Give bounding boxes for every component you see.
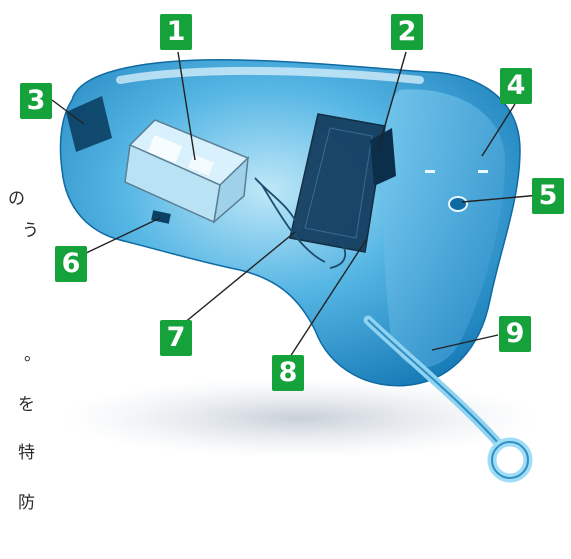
drop-shadow xyxy=(60,378,540,458)
callout-6: 6 xyxy=(55,246,87,282)
left-text-fragment: 。 xyxy=(24,345,41,365)
callout-4: 4 xyxy=(500,68,532,104)
callout-7: 7 xyxy=(160,320,192,356)
left-text-fragment: 防 xyxy=(18,493,35,513)
battery-part xyxy=(370,128,396,186)
callout-2: 2 xyxy=(391,14,423,50)
circuit-board xyxy=(289,113,386,253)
callout-8: 8 xyxy=(272,355,304,391)
left-text-fragment: の xyxy=(8,189,25,209)
left-text-fragment: う xyxy=(22,221,39,241)
callout-9: 9 xyxy=(499,316,531,352)
amplifier-chip xyxy=(124,119,250,224)
receiver-part xyxy=(66,96,112,152)
shell-right-lobe xyxy=(382,89,505,368)
callout-5: 5 xyxy=(532,178,564,214)
callout-3: 3 xyxy=(20,83,52,119)
left-text-fragment: を xyxy=(18,395,35,415)
shell-highlight xyxy=(116,66,424,84)
left-text-fragment: 特 xyxy=(18,443,35,463)
vent-slot xyxy=(478,170,488,173)
leader-lines xyxy=(51,51,541,361)
vent-slot xyxy=(425,170,435,173)
volume-control xyxy=(448,196,468,212)
wire-bundle xyxy=(254,177,347,269)
callout-1: 1 xyxy=(160,14,192,50)
